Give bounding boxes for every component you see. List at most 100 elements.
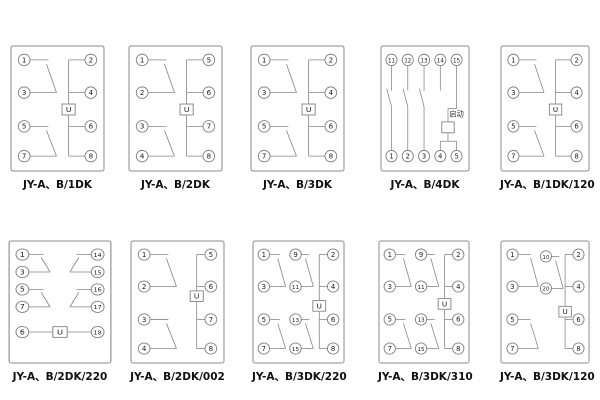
terminal-5 bbox=[17, 120, 31, 133]
coil-label: U bbox=[562, 307, 567, 316]
wire bbox=[40, 292, 51, 308]
terminal-4 bbox=[434, 149, 447, 163]
terminal-2 bbox=[572, 248, 585, 261]
terminal-number: 5 bbox=[262, 122, 267, 131]
wire bbox=[418, 88, 425, 107]
terminal-6 bbox=[570, 120, 583, 133]
terminal-number: 5 bbox=[454, 152, 458, 160]
terminal-1 bbox=[135, 53, 149, 67]
terminal-8 bbox=[570, 149, 583, 163]
terminal-number: 2 bbox=[89, 55, 94, 64]
terminal-number: 8 bbox=[89, 152, 94, 161]
terminal-3 bbox=[383, 280, 396, 293]
panel-label: JY-A、B/3DK/120 bbox=[500, 371, 595, 383]
wire bbox=[530, 323, 539, 349]
terminal-6 bbox=[326, 313, 340, 326]
terminal-number: 14 bbox=[94, 252, 102, 259]
terminal-1 bbox=[17, 53, 31, 67]
terminal-number: 8 bbox=[329, 152, 334, 161]
terminal-7 bbox=[204, 313, 218, 326]
terminal-7 bbox=[202, 120, 216, 133]
terminal-number: 15 bbox=[417, 347, 425, 353]
coil-label: U bbox=[57, 328, 63, 336]
terminal-number: 3 bbox=[262, 283, 266, 291]
panel-frame bbox=[8, 240, 112, 364]
terminal-7 bbox=[506, 342, 519, 355]
terminal-2 bbox=[324, 53, 338, 67]
terminal-number: 2 bbox=[140, 88, 145, 97]
wire bbox=[166, 258, 177, 287]
wire bbox=[69, 292, 80, 308]
terminal-number: 16 bbox=[94, 287, 102, 294]
coil-box bbox=[189, 290, 204, 302]
terminal-1 bbox=[257, 53, 271, 67]
terminal-number: 13 bbox=[292, 318, 300, 324]
terminal-1 bbox=[383, 248, 396, 261]
terminal-5 bbox=[257, 120, 271, 133]
terminal-number: 5 bbox=[510, 316, 514, 324]
terminal-number: 11 bbox=[292, 285, 300, 291]
terminal-number: 3 bbox=[140, 122, 145, 131]
terminal-8 bbox=[326, 342, 340, 355]
coil-box bbox=[52, 326, 68, 338]
panel-frame bbox=[252, 240, 345, 364]
terminal-7 bbox=[383, 342, 396, 355]
terminal-6 bbox=[84, 120, 98, 133]
terminal-number: 11 bbox=[417, 285, 425, 291]
terminal-6 bbox=[202, 86, 216, 99]
terminal-number: 5 bbox=[262, 316, 266, 324]
terminal-number: 10 bbox=[542, 255, 550, 261]
panel-frame bbox=[10, 45, 105, 172]
wire bbox=[286, 63, 297, 93]
coil-box bbox=[437, 298, 452, 310]
terminal-15 bbox=[450, 53, 463, 67]
terminal-13 bbox=[289, 313, 302, 326]
terminal-8 bbox=[324, 149, 338, 163]
terminal-number: 7 bbox=[388, 345, 392, 353]
terminal-4 bbox=[84, 86, 98, 99]
terminal-number: 6 bbox=[574, 123, 578, 131]
terminal-number: 2 bbox=[456, 251, 460, 259]
wire bbox=[164, 130, 175, 157]
terminal-7 bbox=[257, 342, 271, 355]
panel-frame bbox=[380, 45, 470, 172]
wire bbox=[46, 63, 57, 93]
terminal-3 bbox=[506, 280, 519, 293]
coil-label: U bbox=[66, 105, 72, 114]
terminal-7 bbox=[507, 149, 520, 163]
terminal-number: 1 bbox=[389, 152, 393, 160]
terminal-3 bbox=[135, 120, 149, 133]
terminal-number: 13 bbox=[421, 58, 428, 64]
terminal-15 bbox=[414, 342, 428, 355]
terminal-number: 1 bbox=[20, 250, 25, 258]
terminal-number: 3 bbox=[388, 283, 392, 291]
terminal-9 bbox=[289, 248, 302, 261]
coil-box bbox=[441, 121, 455, 134]
terminal-3 bbox=[257, 280, 271, 293]
terminal-number: 8 bbox=[574, 152, 578, 160]
terminal-2 bbox=[137, 280, 151, 293]
terminal-number: 6 bbox=[20, 328, 25, 336]
terminal-number: 8 bbox=[331, 345, 335, 353]
panel-label: JY-A、B/2DK bbox=[141, 179, 210, 191]
coil-label: U bbox=[317, 301, 322, 310]
wire bbox=[403, 323, 412, 349]
terminal-number: 6 bbox=[331, 316, 335, 324]
wire bbox=[386, 88, 392, 107]
terminal-number: 2 bbox=[142, 283, 146, 291]
terminal-18 bbox=[90, 325, 105, 339]
terminal-6 bbox=[452, 313, 465, 326]
terminal-number: 12 bbox=[404, 58, 411, 64]
terminal-number: 1 bbox=[510, 251, 514, 259]
terminal-number: 4 bbox=[456, 283, 460, 291]
terminal-number: 1 bbox=[511, 56, 515, 64]
terminal-number: 9 bbox=[419, 251, 423, 259]
wire bbox=[403, 258, 412, 287]
terminal-6 bbox=[324, 120, 338, 133]
note-text: 启动 bbox=[449, 109, 463, 118]
terminal-5 bbox=[202, 53, 216, 67]
